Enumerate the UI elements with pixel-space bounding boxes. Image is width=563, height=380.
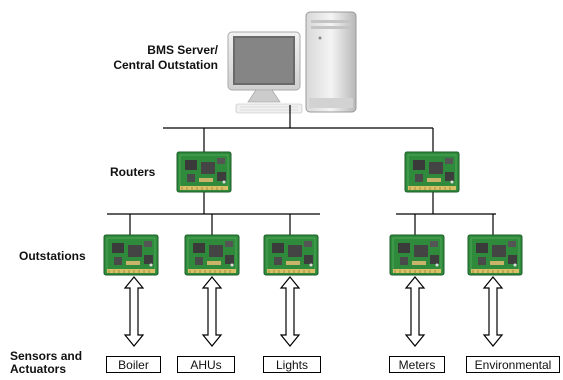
outstations-label: Outstations (19, 249, 86, 263)
computer-tower-icon (305, 11, 357, 113)
network-links (107, 105, 496, 236)
sensors-label-line1: Sensors and (10, 349, 83, 363)
outstation-board-icon (389, 234, 445, 276)
double-arrow-icon (280, 276, 300, 347)
device-lights: Lights (263, 356, 321, 373)
device-meters: Meters (389, 356, 445, 373)
outstation-board-icon (467, 234, 523, 276)
sensors-label-line2: Actuators (10, 362, 67, 376)
outstation-board-icon (263, 234, 319, 276)
device-environmental: Environmental (466, 356, 560, 373)
outstation-board-icon (184, 234, 240, 276)
double-arrow-icon (124, 276, 144, 347)
sensors-actuators-label: Sensors and Actuators (10, 350, 82, 376)
device-boiler: Boiler (106, 356, 161, 373)
router-board-icon (404, 151, 460, 193)
device-ahus: AHUs (177, 356, 235, 373)
routers-label: Routers (110, 165, 156, 179)
router-board-icon (176, 151, 232, 193)
server-label-line1: BMS Server/ (147, 43, 218, 57)
monitor-icon (227, 31, 303, 114)
double-arrow-icon (202, 276, 222, 347)
server-label-line2: Central Outstation (113, 58, 218, 72)
double-arrow-icon (405, 276, 425, 347)
outstation-board-icon (103, 234, 159, 276)
double-arrow-icon (483, 276, 503, 347)
server-label: BMS Server/ Central Outstation (88, 43, 218, 73)
